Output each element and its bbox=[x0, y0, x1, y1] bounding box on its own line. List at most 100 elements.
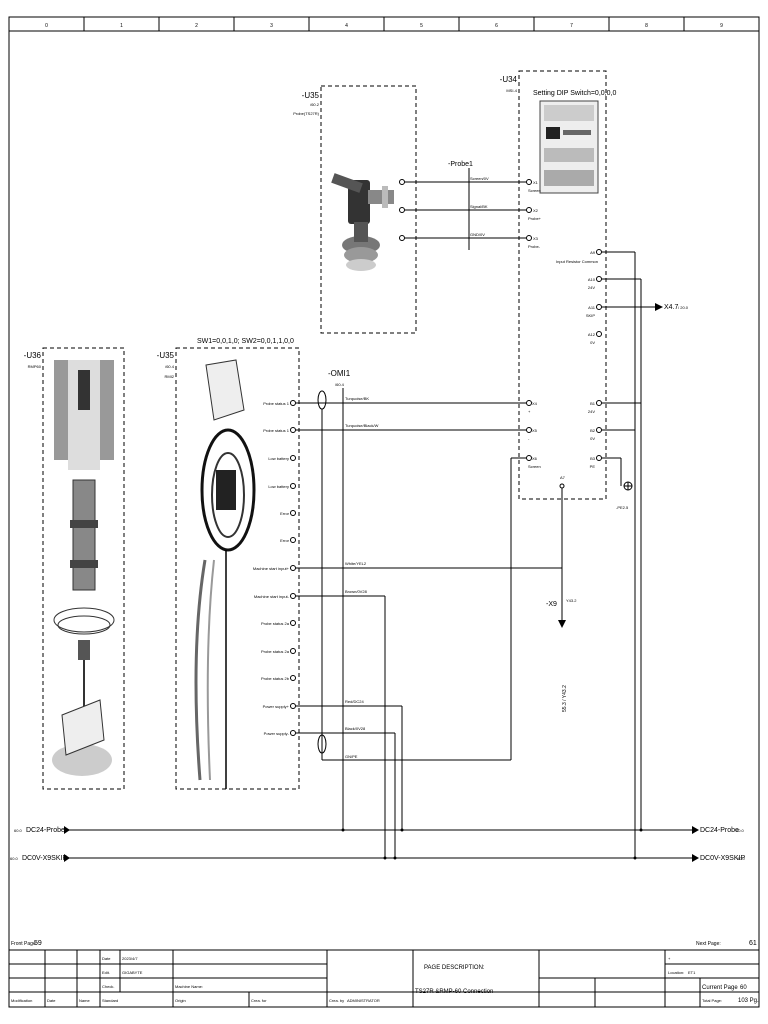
u36-desc: RMP60 bbox=[28, 364, 42, 369]
pe-ground-icon bbox=[623, 481, 633, 491]
tb-standard: Standard bbox=[102, 998, 118, 1003]
u34-pin-name: SKIP bbox=[586, 313, 595, 318]
rmi2-pin-label: Power supply- bbox=[264, 731, 290, 736]
u34-left-pin-name: Screen bbox=[528, 464, 541, 469]
rmi2-terminal bbox=[290, 620, 296, 626]
tb-total-label: Total Page: bbox=[702, 998, 722, 1003]
rmi2-pin-label: Probe status 1 bbox=[263, 428, 290, 433]
wire-label: Turquoise/Black/W bbox=[345, 423, 379, 428]
u35-bottom-tag: -U35 bbox=[157, 351, 175, 360]
next-page-link[interactable]: 61 bbox=[749, 940, 757, 947]
tb-edit-value: GIGABYTE bbox=[122, 970, 143, 975]
u34-desc: MSI-4 bbox=[506, 88, 517, 93]
x9-tag: -X9 bbox=[546, 601, 557, 608]
probe1-cable-tag: -Probe1 bbox=[448, 161, 473, 168]
u35-top-ref: /60.2 bbox=[310, 102, 320, 107]
u34-pin-num: B2 bbox=[590, 428, 596, 433]
tb-total-value: 103 Pg. bbox=[738, 998, 759, 1004]
column-number: 3 bbox=[270, 23, 273, 29]
omi1-ref: /60.4 bbox=[335, 382, 345, 387]
u35-bottom-ref: /60.4 bbox=[165, 364, 175, 369]
bus-name-right: DC0V-X9SKIP bbox=[700, 855, 745, 862]
u34-right-terminals: A9 Input Resistor Common A10 24V A11 SKI… bbox=[556, 250, 598, 469]
bus-name-left: DC24-Probe bbox=[26, 827, 65, 834]
bus-ref-left: 60.0 bbox=[10, 856, 19, 861]
rmi2-terminal bbox=[290, 703, 296, 709]
u34-pin-name: PE bbox=[590, 464, 596, 469]
x9-ref: Y43.2 bbox=[566, 598, 577, 603]
u34-pin-num: A12 bbox=[588, 332, 596, 337]
tb-name: Name bbox=[79, 998, 90, 1003]
bus-name-left: DC0V-X9SKIP bbox=[22, 855, 67, 862]
wire-label: White/YEL2 bbox=[345, 561, 367, 566]
column-number: 0 bbox=[45, 23, 48, 29]
tb-crea-for: Crea. for bbox=[251, 998, 267, 1003]
u34-pin-name: Input Resistor Common bbox=[556, 259, 598, 264]
tb-modification: Modification bbox=[11, 998, 32, 1003]
tb-plus: + bbox=[668, 956, 671, 961]
rmi2-pin-label: Probe status 2a bbox=[261, 621, 290, 626]
u34-pin-name: 0V bbox=[590, 436, 595, 441]
tb-edit-label: Edit. bbox=[102, 970, 110, 975]
u34-left-pin-num: X4 bbox=[532, 401, 538, 406]
rmi2-pin-label: Low battery bbox=[268, 456, 289, 461]
rmi2-pin-label: Error bbox=[280, 511, 290, 516]
tb-date: Date bbox=[47, 998, 56, 1003]
rmp60-probe-picture bbox=[52, 360, 115, 776]
rmi2-terminal bbox=[290, 427, 296, 433]
bus-ref-right: 60.0 bbox=[737, 856, 746, 861]
u34-pin-num: A11 bbox=[588, 305, 596, 310]
next-page-label: Next Page: bbox=[696, 941, 721, 947]
tb-page-desc-label: PAGE DESCRIPTION: bbox=[424, 965, 485, 971]
omi1-tag: -OMI1 bbox=[328, 369, 351, 378]
tb-date-label: Date bbox=[102, 956, 111, 961]
u34-box bbox=[518, 70, 607, 500]
u36-box bbox=[42, 347, 125, 790]
front-page-link[interactable]: 59 bbox=[34, 940, 42, 947]
skip-ref-page: / 20.0 bbox=[678, 305, 689, 310]
column-number: 4 bbox=[345, 23, 348, 29]
rmi2-pin-label: Power supply+ bbox=[263, 704, 290, 709]
wire-label: GN/PE bbox=[345, 754, 358, 759]
wire-label: Turquoise/BK bbox=[345, 396, 369, 401]
bus-name-right: DC24-Probe bbox=[700, 827, 739, 834]
u34-left-pin-num: X5 bbox=[532, 428, 538, 433]
column-number: 2 bbox=[195, 23, 198, 29]
u34-tag: -U34 bbox=[500, 75, 518, 84]
tb-crea-by-value: ADMINISTRATOR bbox=[347, 998, 380, 1003]
msi4-interface-picture bbox=[539, 100, 599, 194]
u34-pin-name: 0V bbox=[590, 340, 595, 345]
u34-pin-name: 24V bbox=[588, 285, 595, 290]
tb-machine-label: Machine Name: bbox=[175, 984, 203, 989]
u34-pin-num: X2 bbox=[533, 208, 539, 213]
ts27r-probe-picture bbox=[331, 173, 394, 271]
rmi2-terminal bbox=[290, 593, 296, 599]
wire-label-x3: GND/0V bbox=[470, 232, 485, 237]
u34-pin-name: Screen bbox=[528, 188, 541, 193]
u34-pin-num: A10 bbox=[588, 277, 596, 282]
column-number: 9 bbox=[720, 23, 723, 29]
rmi2-pin-label: Probe status 2b bbox=[261, 676, 290, 681]
rmi2-terminal bbox=[290, 730, 296, 736]
wire-label-x2: Signal/BK bbox=[470, 204, 488, 209]
u34-pin-num: X3 bbox=[533, 236, 539, 241]
tb-page-desc: TS27R &RMP-60 Connection bbox=[415, 989, 493, 995]
bus-ref-right: 60.0 bbox=[736, 828, 745, 833]
rmi2-pin-label: Low battery bbox=[268, 484, 289, 489]
rmi2-terminal bbox=[290, 537, 296, 543]
u34-pin-name: Probe+ bbox=[528, 216, 542, 221]
rmi2-receiver-picture bbox=[194, 359, 256, 789]
rmi2-pin-label: Machine start input+ bbox=[253, 566, 290, 571]
rmi2-pin-label: Probe status 1 bbox=[263, 401, 290, 406]
u34-pin-num: B1 bbox=[590, 401, 596, 406]
switch-setting: SW1=0,0,1,0; SW2=0,0,1,1,0,0 bbox=[197, 338, 294, 345]
u34-pin-num: A9 bbox=[590, 250, 596, 255]
column-number: 8 bbox=[645, 23, 648, 29]
rmi2-terminal bbox=[290, 675, 296, 681]
pe-ground-label: -PE2.5 bbox=[616, 505, 629, 510]
u34-dip-setting: Setting DIP Switch=0,0,0,0 bbox=[533, 90, 616, 97]
rmi2-terminal bbox=[290, 455, 296, 461]
wire-label: Black/0V28 bbox=[345, 726, 366, 731]
